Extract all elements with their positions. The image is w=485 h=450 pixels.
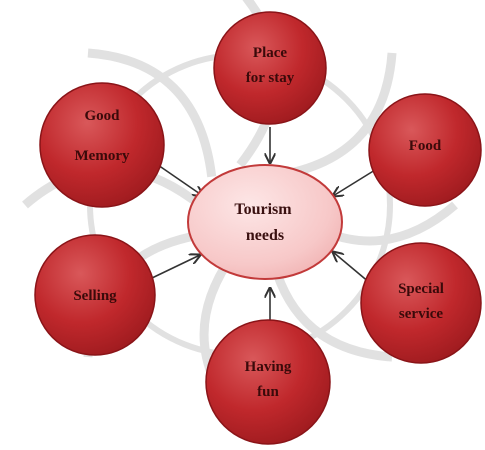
need-label: Food <box>409 138 442 154</box>
need-node-food: Food <box>368 93 482 207</box>
need-label: Having fun <box>245 359 292 400</box>
need-label: Place for stay <box>246 45 295 86</box>
need-circle <box>360 242 482 364</box>
need-circle <box>213 11 327 125</box>
need-node-special-service: Special service <box>360 242 482 364</box>
center-ellipse <box>187 164 343 280</box>
need-node-place-for-stay: Place for stay <box>213 11 327 125</box>
need-label-line: Selling <box>73 288 117 304</box>
need-circle <box>39 82 165 208</box>
need-node-selling: Selling <box>34 234 156 356</box>
arrow-good-memory <box>157 164 203 196</box>
need-circle <box>34 234 156 356</box>
need-circle <box>368 93 482 207</box>
watermark-petal <box>87 48 217 178</box>
need-label: Special service <box>398 281 444 322</box>
arrow-group <box>151 127 376 320</box>
arrow-food <box>333 169 376 196</box>
arrow-selling <box>151 255 200 279</box>
need-label-line: Place <box>253 45 287 61</box>
need-label: Selling <box>73 288 117 304</box>
need-label-line: Food <box>409 138 442 154</box>
need-circle <box>205 319 331 445</box>
need-node-having-fun: Having fun <box>205 319 331 445</box>
center-label: Tourism needs <box>234 201 295 244</box>
need-label-line: fun <box>257 384 279 400</box>
center-node: Tourism needs <box>187 164 343 280</box>
arrow-special-service <box>333 252 371 284</box>
need-label-line: Memory <box>75 148 130 164</box>
center-label-line-2: needs <box>246 227 284 244</box>
need-label-line: Having <box>245 359 292 375</box>
need-label-line: service <box>399 306 443 322</box>
center-label-line-1: Tourism <box>234 201 292 218</box>
need-label-line: for stay <box>246 70 295 86</box>
need-label-line: Special <box>398 281 444 297</box>
need-label-line: Good <box>84 108 120 124</box>
